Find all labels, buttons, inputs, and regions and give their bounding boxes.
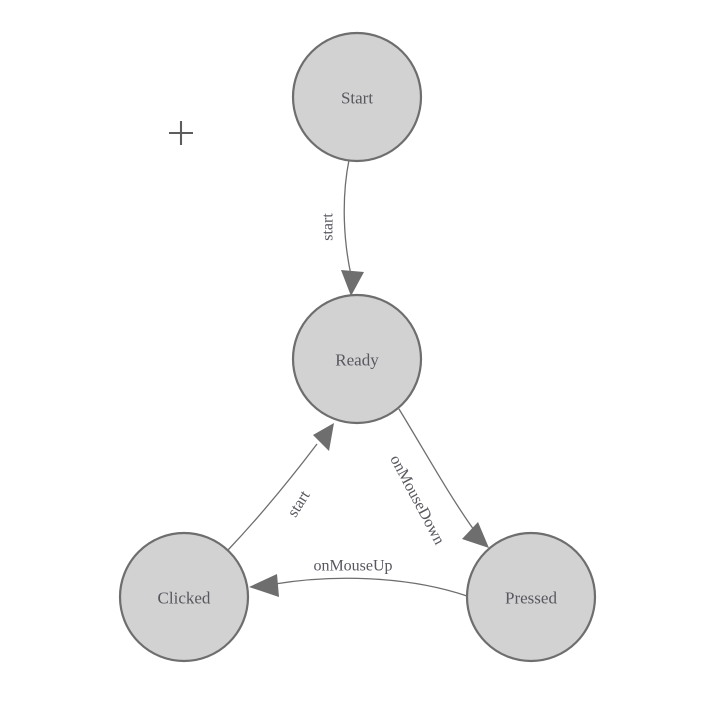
node-pressed-circle[interactable]	[465, 531, 597, 663]
node-start-label: Start	[341, 89, 373, 108]
node-clicked-label: Clicked	[158, 589, 211, 608]
node-clicked[interactable]: Clicked	[118, 531, 250, 663]
node-start[interactable]: Start	[291, 31, 423, 163]
node-pressed-label: Pressed	[505, 589, 557, 608]
edge-pressed-to-clicked-path	[274, 577, 468, 597]
edge-clicked-to-ready[interactable]	[227, 423, 334, 551]
plus-marker[interactable]	[169, 121, 193, 145]
edge-start-to-ready-arrowhead	[341, 270, 364, 296]
edge-start-to-ready[interactable]	[341, 159, 364, 296]
node-pressed[interactable]: Pressed	[465, 531, 597, 663]
edge-pressed-to-clicked-arrowhead	[249, 574, 279, 597]
node-ready-label: Ready	[335, 351, 379, 370]
node-ready[interactable]: Ready	[291, 293, 423, 425]
node-start-circle[interactable]	[291, 31, 423, 163]
edge-ready-to-pressed-path	[398, 408, 475, 531]
edge-ready-to-pressed[interactable]	[398, 408, 489, 548]
edge-label-pressed-to-clicked: onMouseUp	[313, 558, 392, 575]
edge-clicked-to-ready-path	[227, 443, 318, 551]
edge-start-to-ready-path	[343, 159, 352, 276]
edge-ready-to-pressed-arrowhead	[462, 522, 489, 548]
node-clicked-circle[interactable]	[118, 531, 250, 663]
edge-label-ready-to-pressed: onMouseDown	[386, 452, 447, 547]
edge-label-clicked-to-ready: start	[284, 487, 313, 520]
edge-label-start-to-ready: start	[320, 213, 337, 241]
edge-clicked-to-ready-arrowhead	[313, 423, 334, 451]
edge-pressed-to-clicked[interactable]	[249, 574, 468, 597]
node-ready-circle[interactable]	[291, 293, 423, 425]
